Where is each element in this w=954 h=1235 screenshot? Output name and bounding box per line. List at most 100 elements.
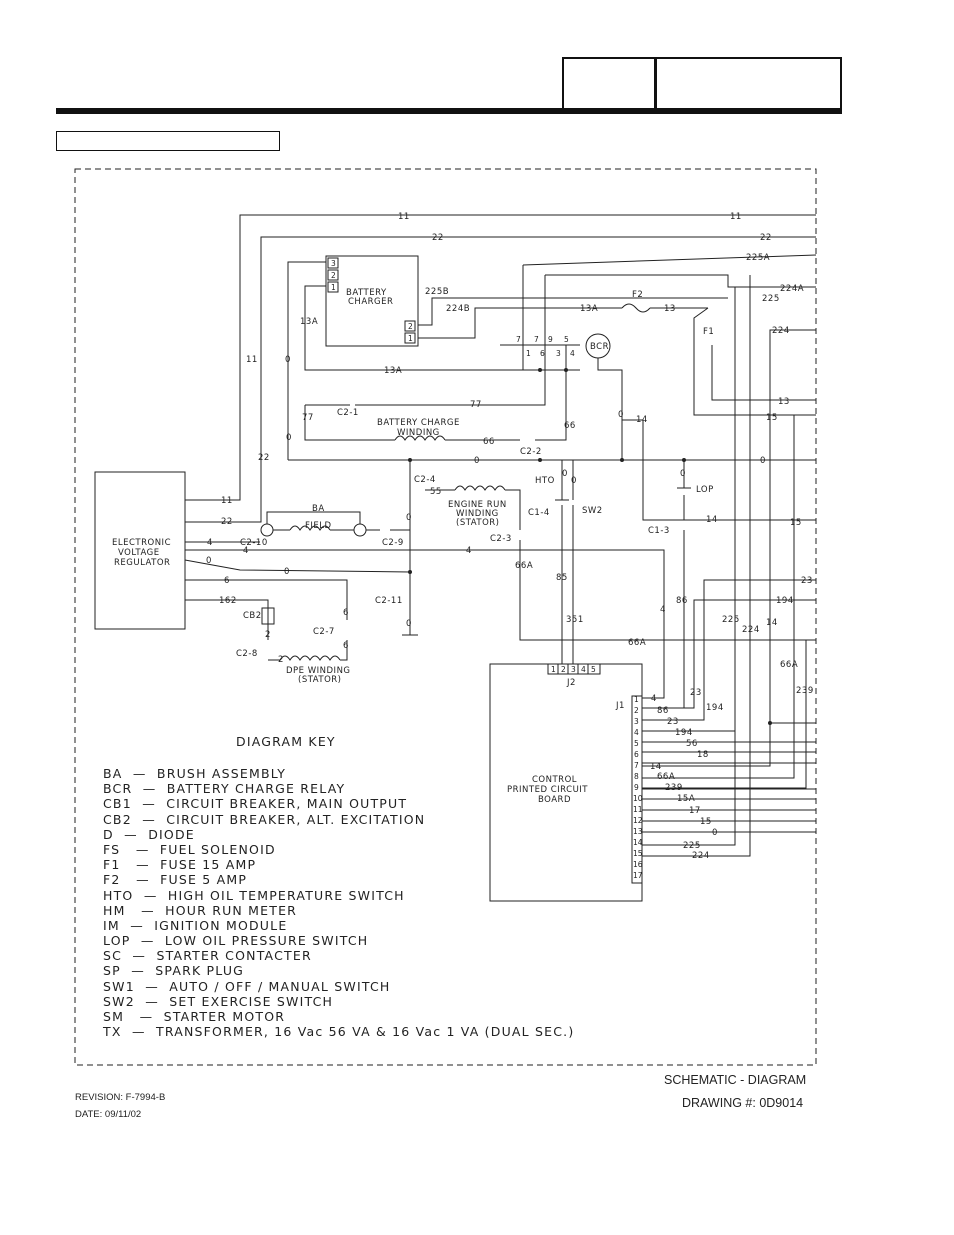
svg-text:CONTROL: CONTROL [532, 775, 577, 785]
svg-text:4: 4 [570, 349, 575, 358]
svg-text:C1-4: C1-4 [528, 508, 550, 518]
svg-text:PRINTED CIRCUIT: PRINTED CIRCUIT [507, 785, 588, 795]
wire-label: 11 [398, 212, 410, 222]
svg-text:86: 86 [657, 706, 669, 716]
key-item: CB2 — CIRCUIT BREAKER, ALT. EXCITATION [103, 811, 426, 827]
svg-text:3: 3 [556, 349, 561, 358]
svg-text:4: 4 [207, 538, 213, 548]
key-item: TX — TRANSFORMER, 16 Vac 56 VA & 16 Vac … [103, 1024, 575, 1040]
svg-text:239: 239 [665, 783, 683, 793]
svg-text:C2-11: C2-11 [375, 596, 403, 606]
svg-text:2: 2 [265, 630, 271, 640]
svg-text:0: 0 [285, 355, 291, 365]
svg-text:BCR: BCR [590, 342, 609, 352]
svg-text:CHARGER: CHARGER [348, 297, 393, 307]
svg-text:3: 3 [331, 259, 336, 268]
svg-text:C2-7: C2-7 [313, 627, 335, 637]
svg-text:7: 7 [516, 335, 521, 344]
key-item: SW1 — AUTO / OFF / MANUAL SWITCH [103, 978, 391, 994]
svg-text:J1: J1 [615, 701, 625, 711]
svg-text:4: 4 [660, 605, 666, 615]
svg-text:4: 4 [651, 694, 657, 704]
key-item: F1 — FUSE 15 AMP [103, 857, 257, 873]
svg-text:66A: 66A [657, 772, 675, 782]
svg-text:2: 2 [278, 655, 284, 665]
key-item: F2 — FUSE 5 AMP [103, 872, 248, 888]
svg-text:BOARD: BOARD [538, 795, 571, 805]
svg-text:13: 13 [633, 827, 643, 836]
key-item: HM — HOUR RUN METER [103, 902, 298, 918]
svg-text:224B: 224B [446, 304, 470, 314]
svg-text:224: 224 [772, 326, 790, 336]
svg-text:ELECTRONIC: ELECTRONIC [112, 538, 171, 548]
svg-text:23: 23 [801, 576, 813, 586]
svg-text:15: 15 [766, 413, 778, 423]
svg-text:HTO: HTO [535, 476, 555, 486]
key-item: SW2 — SET EXERCISE SWITCH [103, 993, 334, 1009]
key-item: D — DIODE [103, 826, 195, 842]
date: DATE: 09/11/02 [75, 1109, 142, 1120]
svg-text:(STATOR): (STATOR) [298, 675, 342, 685]
svg-text:224A: 224A [780, 284, 804, 294]
svg-text:11: 11 [221, 496, 233, 506]
svg-text:11: 11 [730, 212, 742, 222]
svg-text:C2-10: C2-10 [240, 538, 268, 548]
svg-text:1: 1 [634, 695, 639, 704]
key-item: SM — STARTER MOTOR [103, 1009, 286, 1024]
diagram-border [74, 168, 817, 1066]
svg-text:0: 0 [760, 456, 766, 466]
svg-text:15A: 15A [677, 794, 695, 804]
svg-text:225: 225 [762, 294, 780, 304]
svg-text:55: 55 [430, 487, 442, 497]
svg-text:C2-3: C2-3 [490, 534, 512, 544]
svg-text:F1: F1 [703, 327, 714, 337]
svg-text:13A: 13A [580, 304, 598, 314]
svg-text:0: 0 [474, 456, 480, 466]
svg-text:WINDING: WINDING [397, 428, 440, 438]
svg-text:225A: 225A [746, 253, 770, 263]
svg-text:194: 194 [675, 728, 693, 738]
svg-text:0: 0 [712, 828, 718, 838]
svg-text:13: 13 [778, 397, 790, 407]
svg-text:7: 7 [634, 761, 639, 770]
svg-text:C2-8: C2-8 [236, 649, 258, 659]
svg-text:9: 9 [634, 783, 639, 792]
svg-text:F2: F2 [632, 290, 643, 300]
key-item: SP — SPARK PLUG [103, 963, 245, 979]
key-item: BCR — BATTERY CHARGE RELAY [103, 781, 346, 797]
svg-text:10: 10 [633, 794, 643, 803]
svg-text:DPE WINDING: DPE WINDING [286, 666, 351, 676]
svg-text:13A: 13A [300, 317, 318, 327]
svg-text:VOLTAGE: VOLTAGE [118, 548, 160, 558]
svg-text:C2-2: C2-2 [520, 447, 542, 457]
svg-text:13: 13 [664, 304, 676, 314]
svg-text:7: 7 [534, 335, 539, 344]
svg-text:2: 2 [331, 271, 336, 280]
svg-text:66: 66 [483, 437, 495, 447]
svg-text:0: 0 [680, 469, 686, 479]
svg-text:1: 1 [551, 665, 556, 674]
svg-text:C1-3: C1-3 [648, 526, 670, 536]
svg-text:56: 56 [686, 739, 698, 749]
svg-text:194: 194 [706, 703, 724, 713]
svg-text:11: 11 [633, 805, 643, 814]
svg-text:CB2: CB2 [243, 611, 262, 621]
svg-text:5: 5 [634, 739, 639, 748]
svg-text:22: 22 [432, 233, 444, 243]
svg-text:1: 1 [331, 283, 336, 292]
svg-text:5: 5 [591, 665, 596, 674]
svg-text:0: 0 [284, 567, 290, 577]
svg-text:224: 224 [692, 851, 710, 861]
svg-text:66A: 66A [628, 638, 646, 648]
svg-text:14: 14 [633, 838, 643, 847]
svg-text:WINDING: WINDING [456, 509, 499, 519]
svg-text:(STATOR): (STATOR) [456, 518, 500, 528]
key-item: LOP — LOW OIL PRESSURE SWITCH [103, 933, 369, 949]
svg-text:16: 16 [633, 860, 643, 869]
svg-text:0: 0 [406, 513, 412, 523]
svg-text:C2-9: C2-9 [382, 538, 404, 548]
svg-text:6: 6 [224, 576, 230, 586]
svg-text:5: 5 [564, 335, 569, 344]
svg-text:86: 86 [676, 596, 688, 606]
svg-text:66A: 66A [515, 561, 533, 571]
